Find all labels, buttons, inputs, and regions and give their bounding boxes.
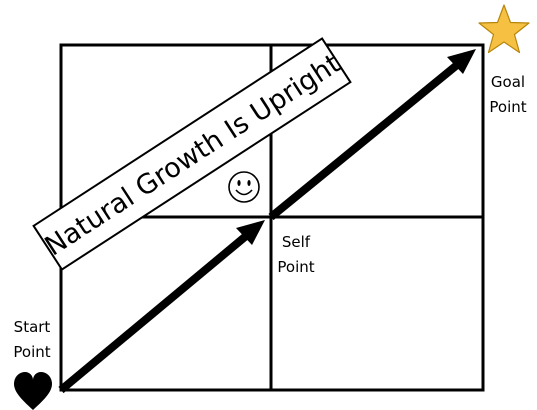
start-label-line1: Start (14, 318, 51, 336)
self-label-line1: Self (282, 233, 311, 251)
arrow-self-to-goal (268, 49, 476, 221)
arrow-start-to-self (58, 220, 265, 394)
self-label-line2: Point (277, 258, 314, 276)
star-icon (478, 4, 530, 54)
goal-label-line1: Goal (491, 73, 525, 91)
smiley-face-icon (228, 171, 260, 203)
banner-text: Natural Growth Is Upright (40, 48, 347, 262)
heart-icon (14, 372, 52, 410)
goal-label-line2: Point (489, 98, 526, 116)
start-label-line2: Point (13, 343, 50, 361)
